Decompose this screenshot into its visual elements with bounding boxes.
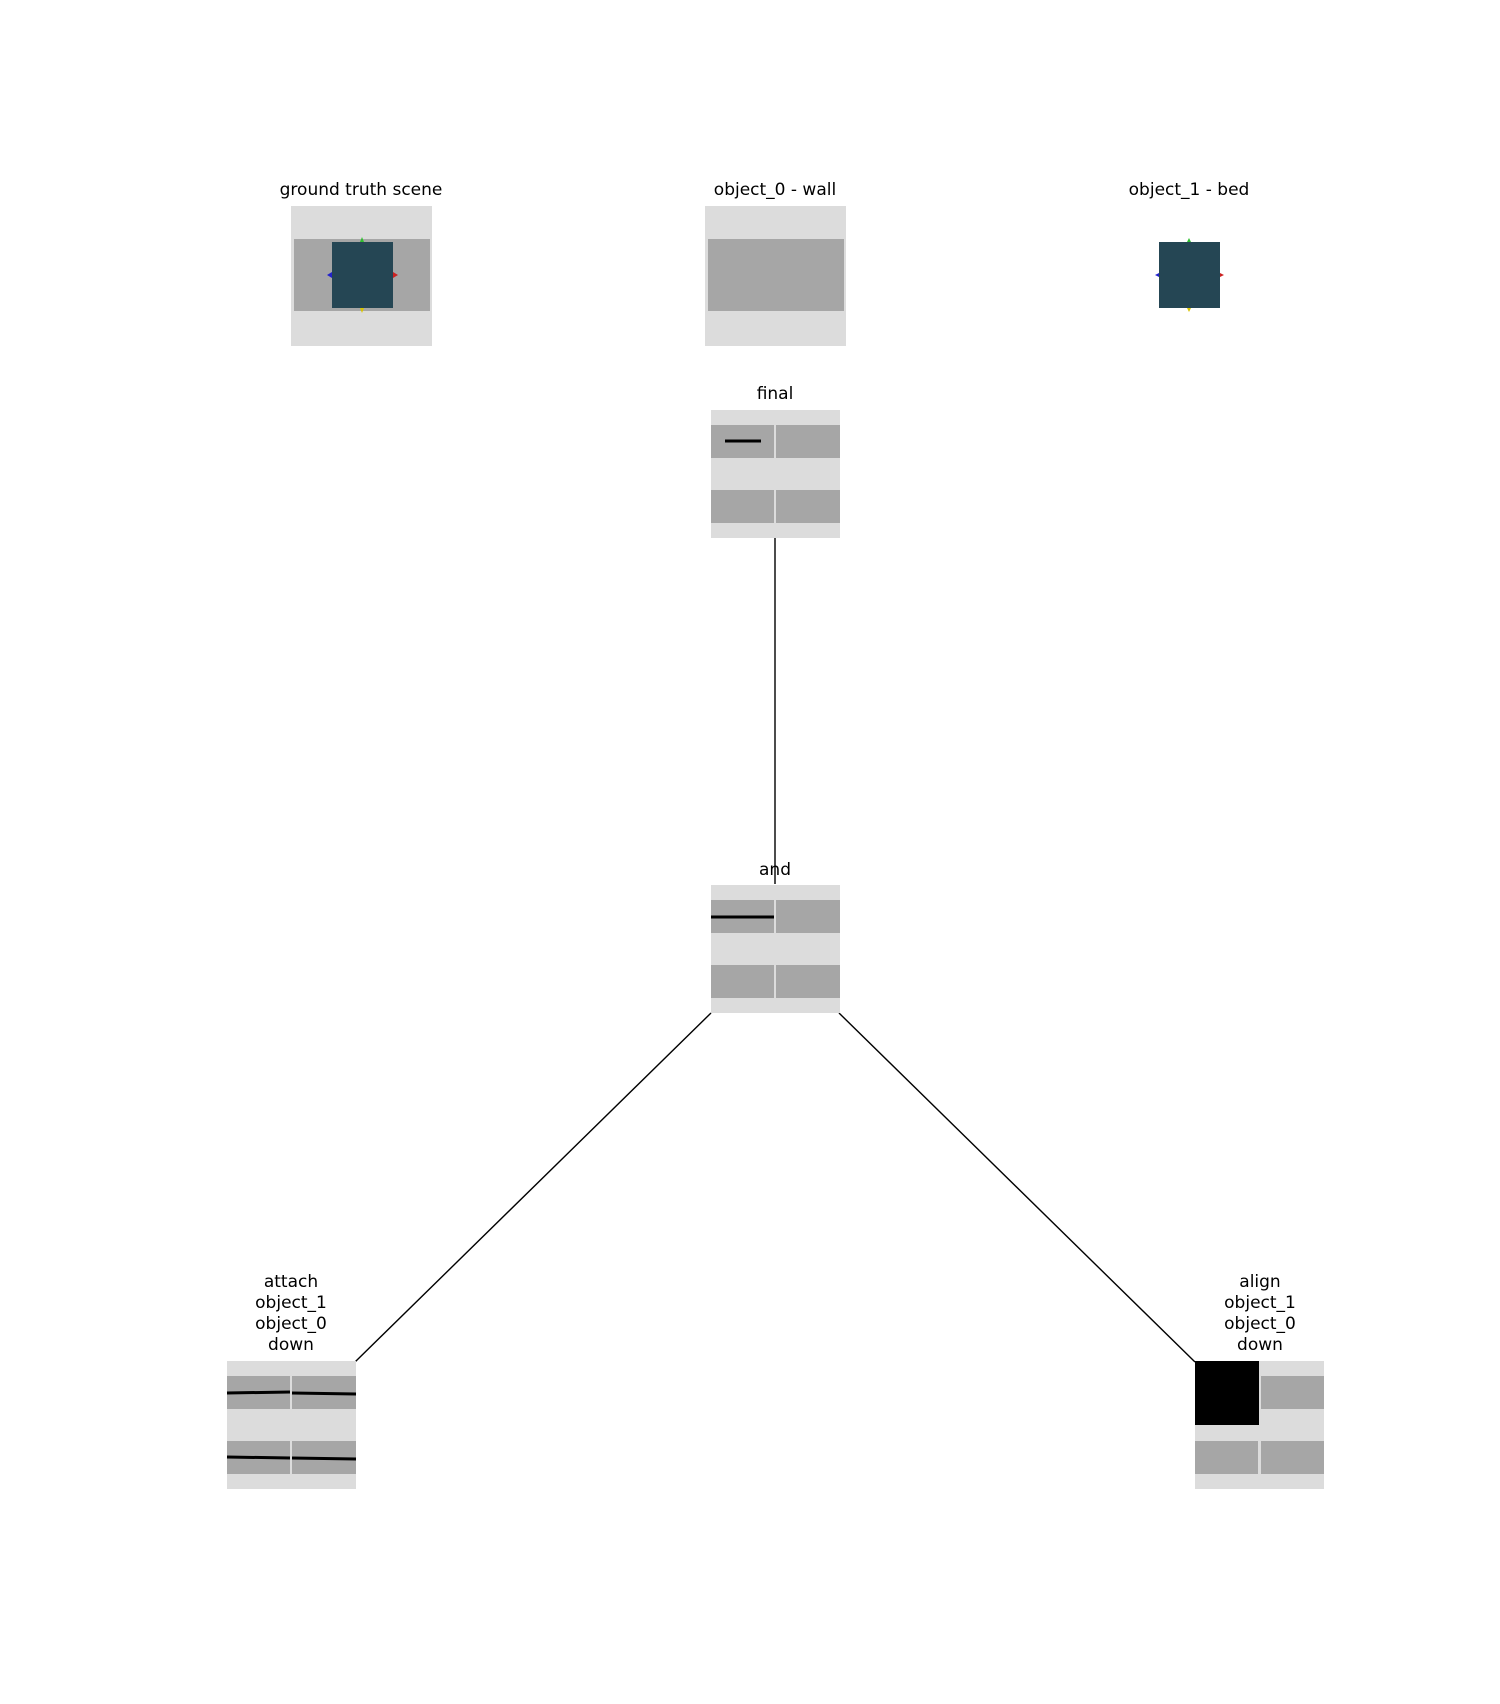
and-node-label: and: [759, 860, 791, 880]
attach-node-label: attach object_1 object_0 down: [255, 1272, 327, 1356]
final-node-grid: [711, 410, 840, 538]
align-node-line-1: align: [1239, 1272, 1281, 1292]
attach-node-line-2: object_1: [255, 1293, 327, 1313]
align-node-line-2: object_1: [1224, 1293, 1296, 1313]
align-node-grid: [1195, 1361, 1324, 1489]
final-node-label: final: [756, 384, 794, 404]
bed-panel: [1155, 238, 1224, 312]
align-node-line-4: down: [1237, 1335, 1283, 1355]
and-node-grid: [711, 885, 840, 1013]
wall-panel: [705, 206, 846, 346]
attach-node-line-1: attach: [263, 1272, 319, 1292]
align-node-line-3: object_0: [1224, 1314, 1296, 1334]
align-node-label: align object_1 object_0 down: [1224, 1272, 1296, 1356]
ground-truth-scene-title: ground truth scene: [279, 180, 443, 200]
wall-title: object_0 - wall: [713, 180, 837, 200]
ground-truth-scene-panel: [291, 206, 432, 346]
attach-node-grid: [226, 1361, 357, 1489]
edge-and-align: [838, 1012, 1196, 1363]
attach-node-line-3: object_0: [255, 1314, 327, 1334]
attach-node-line-4: down: [268, 1335, 314, 1355]
edge-and-attach: [354, 1012, 712, 1363]
bed-title: object_1 - bed: [1128, 180, 1250, 200]
